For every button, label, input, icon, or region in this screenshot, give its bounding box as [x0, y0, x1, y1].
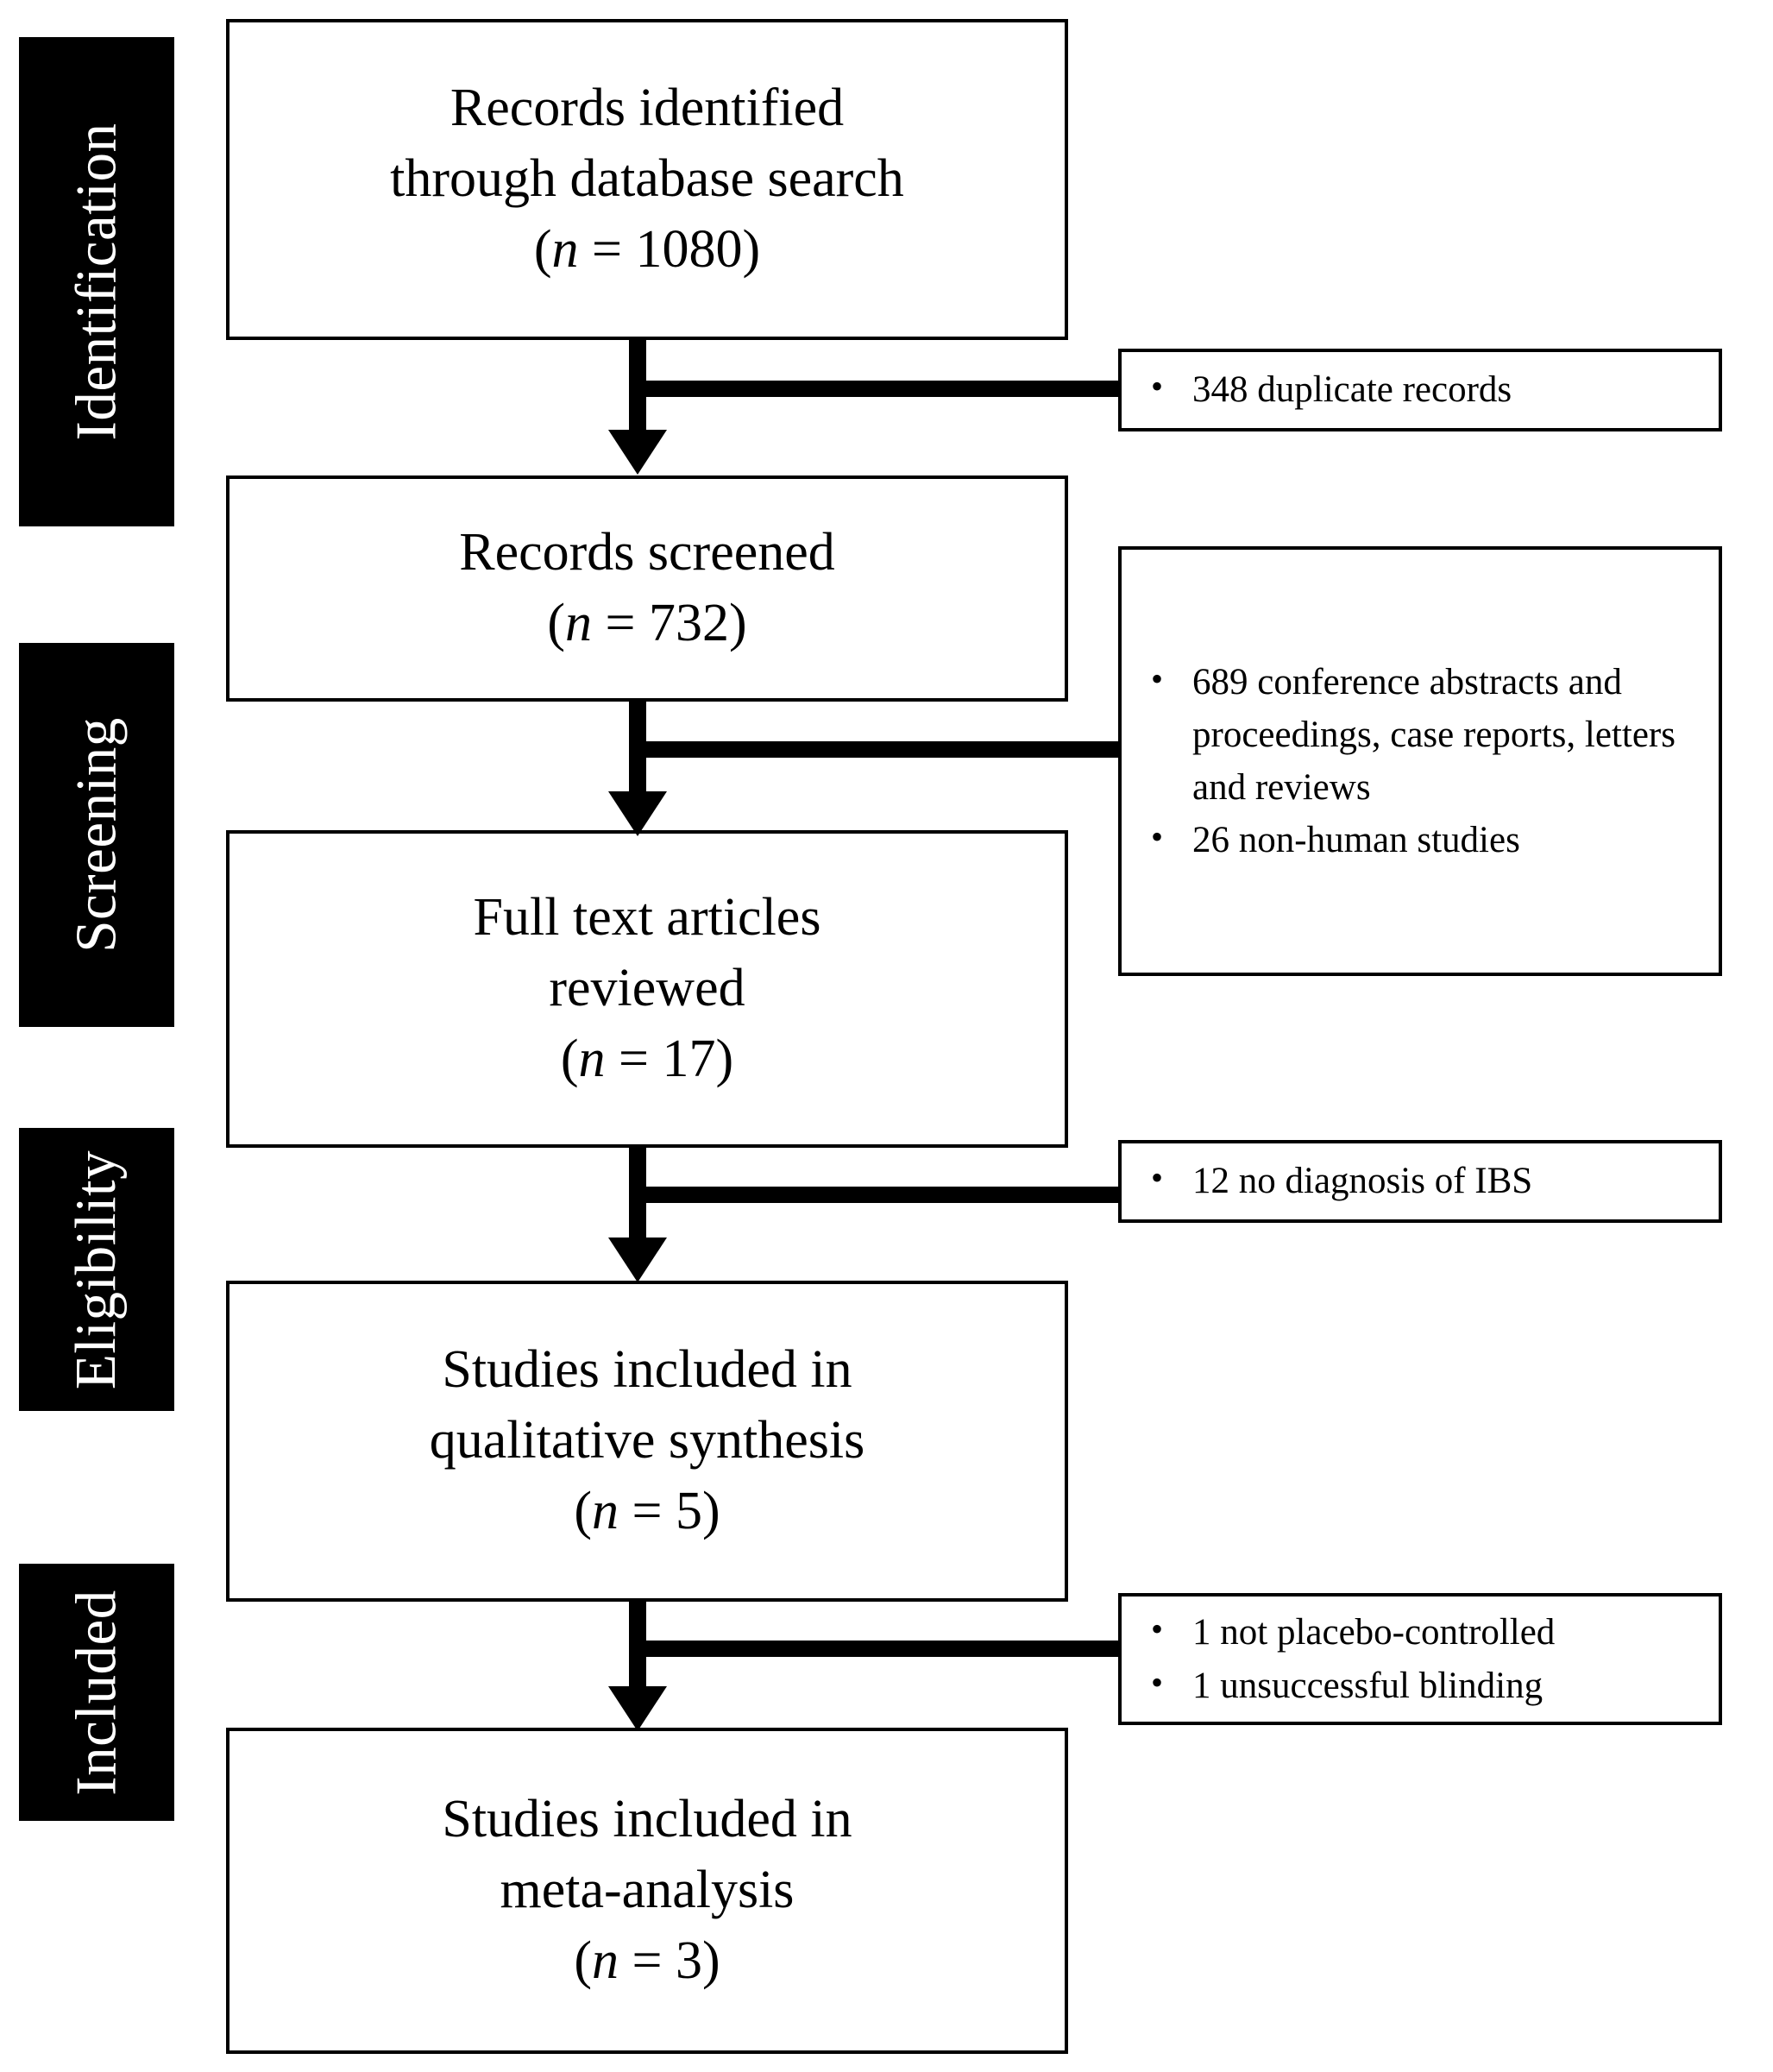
flow-box-count: (n = 3) — [574, 1926, 720, 1997]
exclusion-list-item: 1 unsuccessful blinding — [1130, 1658, 1705, 1712]
connector-stem-4 — [629, 1602, 646, 1697]
connector-arrowhead-1 — [608, 430, 667, 475]
connector-branch-2 — [646, 741, 1119, 758]
count-value: 3 — [675, 1930, 702, 1990]
count-n-symbol: n — [551, 219, 579, 279]
count-suffix: ) — [742, 219, 761, 279]
connector-arrowhead-4 — [608, 1686, 667, 1731]
flow-box-line: meta-analysis — [500, 1861, 795, 1920]
flow-box-count: (n = 1080) — [534, 215, 760, 286]
flow-box-line: Records identified — [450, 79, 845, 138]
flow-box-line: qualitative synthesis — [429, 1411, 865, 1471]
count-prefix: ( — [560, 1029, 579, 1088]
exclusion-list-item: 26 non-human studies — [1130, 813, 1705, 866]
connector-branch-1 — [646, 381, 1119, 397]
count-prefix: ( — [574, 1930, 593, 1990]
exclusion-list: 12 no diagnosis of IBS — [1130, 1154, 1705, 1207]
count-suffix: ) — [701, 1930, 720, 1990]
exclusion-list: 348 duplicate records — [1130, 362, 1705, 416]
flow-box-line: Records screened — [459, 523, 835, 583]
connector-branch-4 — [646, 1641, 1119, 1657]
flow-box-qualitative-synthesis: Studies included in qualitative synthesi… — [226, 1281, 1068, 1602]
exclusion-list: 689 conference abstracts and proceedings… — [1130, 655, 1705, 866]
flow-box-line: Full text articles — [473, 888, 821, 948]
exclusion-list-item: 689 conference abstracts and proceedings… — [1130, 655, 1676, 814]
flow-box-full-text-reviewed: Full text articles reviewed (n = 17) — [226, 830, 1068, 1148]
count-value: 17 — [662, 1029, 716, 1088]
stage-bar-identification: Identification — [19, 37, 174, 526]
flow-box-records-screened: Records screened (n = 732) — [226, 475, 1068, 702]
stage-bar-eligibility: Eligibility — [19, 1128, 174, 1411]
exclusion-list-item: 348 duplicate records — [1130, 362, 1705, 416]
stage-label-included: Included — [64, 1589, 129, 1796]
count-prefix: ( — [533, 219, 552, 279]
exclusion-box-inclusion-exclusions: 1 not placebo-controlled 1 unsuccessful … — [1118, 1593, 1722, 1725]
connector-arrowhead-2 — [608, 791, 667, 836]
connector-stem-1 — [629, 340, 646, 435]
stage-bar-included: Included — [19, 1564, 174, 1821]
exclusion-list-item: 1 not placebo-controlled — [1130, 1605, 1705, 1659]
exclusion-list: 1 not placebo-controlled 1 unsuccessful … — [1130, 1605, 1705, 1712]
stage-label-eligibility: Eligibility — [64, 1149, 129, 1389]
flow-box-line: reviewed — [549, 959, 745, 1018]
connector-branch-3 — [646, 1187, 1119, 1203]
count-suffix: ) — [728, 594, 747, 652]
exclusion-box-screening-exclusions: 689 conference abstracts and proceedings… — [1118, 546, 1722, 976]
stage-label-screening: Screening — [64, 717, 129, 953]
count-value: 732 — [648, 594, 729, 652]
exclusion-box-eligibility-exclusions: 12 no diagnosis of IBS — [1118, 1140, 1722, 1223]
count-n-symbol: n — [565, 594, 593, 652]
flow-box-line: through database search — [390, 149, 904, 209]
flow-box-meta-analysis: Studies included in meta-analysis (n = 3… — [226, 1728, 1068, 2054]
count-n-symbol: n — [592, 1930, 619, 1990]
count-equals: = — [592, 594, 649, 652]
stage-bar-screening: Screening — [19, 643, 174, 1027]
flow-box-records-identified: Records identified through database sear… — [226, 19, 1068, 340]
exclusion-list-item: 12 no diagnosis of IBS — [1130, 1154, 1705, 1207]
count-equals: = — [578, 219, 636, 279]
flow-box-count: (n = 5) — [574, 1477, 720, 1547]
exclusion-box-duplicates: 348 duplicate records — [1118, 349, 1722, 431]
flow-box-count: (n = 17) — [561, 1024, 733, 1095]
count-prefix: ( — [547, 594, 566, 652]
count-n-symbol: n — [578, 1029, 606, 1088]
flow-box-line: Studies included in — [442, 1790, 852, 1849]
stage-label-identification: Identification — [64, 123, 129, 441]
connector-stem-3 — [629, 1148, 646, 1243]
count-suffix: ) — [701, 1481, 720, 1540]
count-equals: = — [619, 1930, 676, 1990]
count-value: 1080 — [635, 219, 743, 279]
count-suffix: ) — [715, 1029, 734, 1088]
connector-arrowhead-3 — [608, 1238, 667, 1282]
connector-stem-2 — [629, 702, 646, 797]
count-prefix: ( — [574, 1481, 593, 1540]
count-equals: = — [619, 1481, 676, 1540]
flow-box-count: (n = 732) — [547, 589, 746, 659]
flow-box-line: Studies included in — [442, 1340, 852, 1400]
count-n-symbol: n — [592, 1481, 619, 1540]
count-equals: = — [605, 1029, 663, 1088]
count-value: 5 — [675, 1481, 702, 1540]
